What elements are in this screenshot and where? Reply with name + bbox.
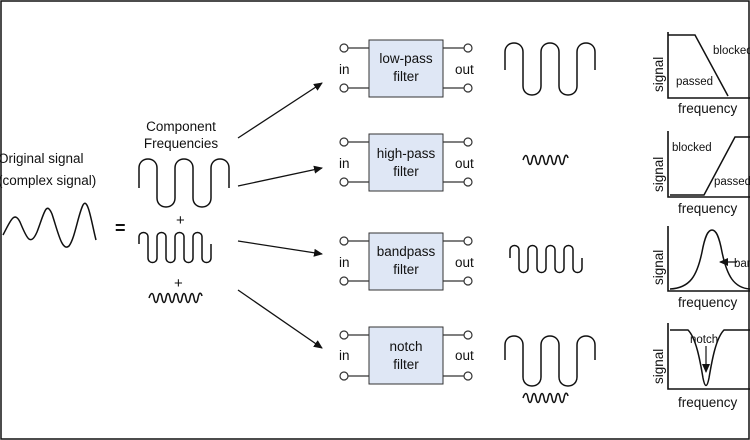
lowpass-blocked-label: blocked [713, 45, 750, 57]
bandpass-filter-label-line2: filter [393, 262, 419, 277]
notch-filter-box [368, 326, 444, 385]
lowpass-in-label: in [339, 62, 350, 77]
notch-response-curve [670, 329, 750, 387]
arrow-to-bandpass [237, 240, 323, 257]
notch-output-high-wave [522, 392, 569, 404]
notch-out-label: out [455, 348, 474, 363]
notch-label: notch [690, 334, 718, 346]
lowpass-passed-label: passed [676, 76, 713, 88]
equals-sign: = [115, 218, 126, 238]
highpass-response-plot: blocked passed signal frequency [651, 131, 750, 216]
bandpass-filter-box [368, 232, 444, 291]
notch-plot-axes [667, 323, 750, 390]
highpass-filter-label-line1: high-pass [377, 146, 436, 161]
complex-signal-waveform [2, 202, 97, 248]
highpass-filter-label-line2: filter [393, 164, 419, 179]
lowpass-plot-axes [667, 32, 750, 99]
highpass-input-terminal-top [339, 137, 349, 147]
highpass-output-wave [522, 154, 569, 166]
notch-in-label: in [339, 348, 350, 363]
lowpass-filter-label-line2: filter [393, 69, 419, 84]
bandpass-in-label: in [339, 255, 350, 270]
component-label-line2: Frequencies [144, 136, 219, 151]
highpass-filter-block: high-pass filter in out [339, 133, 474, 192]
bandpass-filter-block: bandpass filter in out [339, 232, 474, 291]
highpass-input-terminal-bottom [339, 177, 349, 187]
lowpass-output-terminal-bottom [463, 83, 473, 93]
notch-filter-label-line2: filter [393, 357, 419, 372]
high-frequency-component-wave [148, 292, 203, 304]
highpass-response-curve [670, 136, 750, 196]
lowpass-filter-box [368, 39, 444, 98]
notch-filter-block: notch filter in out [339, 326, 474, 385]
plus-sign-2: + [174, 275, 183, 292]
highpass-xlabel: frequency [678, 201, 738, 216]
bandpass-input-terminal-bottom [339, 276, 349, 286]
bandpass-output-terminal-bottom [463, 276, 473, 286]
highpass-out-label: out [455, 156, 474, 171]
plus-sign-1: + [176, 212, 185, 229]
mid-frequency-component-wave [138, 231, 212, 264]
lowpass-output-wave [504, 42, 596, 96]
highpass-output-terminal-top [463, 137, 473, 147]
low-frequency-component-wave [138, 158, 230, 208]
bandpass-ylabel: signal [651, 250, 666, 285]
bandpass-plot-axes [667, 226, 750, 292]
notch-ylabel: signal [651, 349, 666, 384]
notch-response-plot: notch signal frequency [651, 323, 750, 410]
lowpass-out-label: out [455, 62, 474, 77]
notch-output-terminal-top [463, 330, 473, 340]
bandpass-output-terminal-top [463, 236, 473, 246]
notch-input-terminal-bottom [339, 371, 349, 381]
notch-input-terminal-top [339, 330, 349, 340]
lowpass-input-terminal-top [339, 43, 349, 53]
highpass-plot-axes [667, 131, 750, 198]
lowpass-output-terminal-top [463, 43, 473, 53]
bandpass-response-curve [669, 229, 750, 290]
highpass-ylabel: signal [651, 157, 666, 192]
lowpass-ylabel: signal [651, 57, 666, 92]
bandpass-out-label: out [455, 255, 474, 270]
highpass-in-label: in [339, 156, 350, 171]
bandpass-response-plot: band signal frequency [651, 226, 750, 310]
bandpass-band-label: band [734, 258, 750, 270]
lowpass-response-plot: passed blocked signal frequency [651, 32, 750, 116]
bandpass-filter-label-line1: bandpass [377, 244, 436, 259]
lowpass-input-terminal-bottom [339, 83, 349, 93]
notch-xlabel: frequency [678, 395, 738, 410]
notch-output-terminal-bottom [463, 371, 473, 381]
highpass-passed-label: passed [714, 176, 750, 188]
original-signal-label-line1: Original signal [0, 151, 84, 166]
highpass-output-terminal-bottom [463, 177, 473, 187]
component-label-line1: Component [146, 119, 216, 134]
highpass-blocked-label: blocked [672, 142, 712, 154]
lowpass-response-curve [668, 34, 729, 97]
arrow-to-lowpass [237, 82, 323, 139]
bandpass-input-terminal-top [339, 236, 349, 246]
bandpass-output-wave [509, 244, 583, 274]
lowpass-filter-block: low-pass filter in out [339, 39, 474, 98]
original-signal-label-line2: (complex signal) [0, 173, 96, 188]
bandpass-xlabel: frequency [678, 295, 738, 310]
lowpass-xlabel: frequency [678, 101, 738, 116]
arrow-to-highpass [237, 165, 323, 187]
lowpass-filter-label-line1: low-pass [379, 51, 433, 66]
arrow-to-notch [237, 289, 323, 349]
notch-filter-label-line1: notch [389, 339, 422, 354]
notch-output-low-wave [504, 335, 596, 387]
highpass-filter-box [368, 133, 444, 192]
